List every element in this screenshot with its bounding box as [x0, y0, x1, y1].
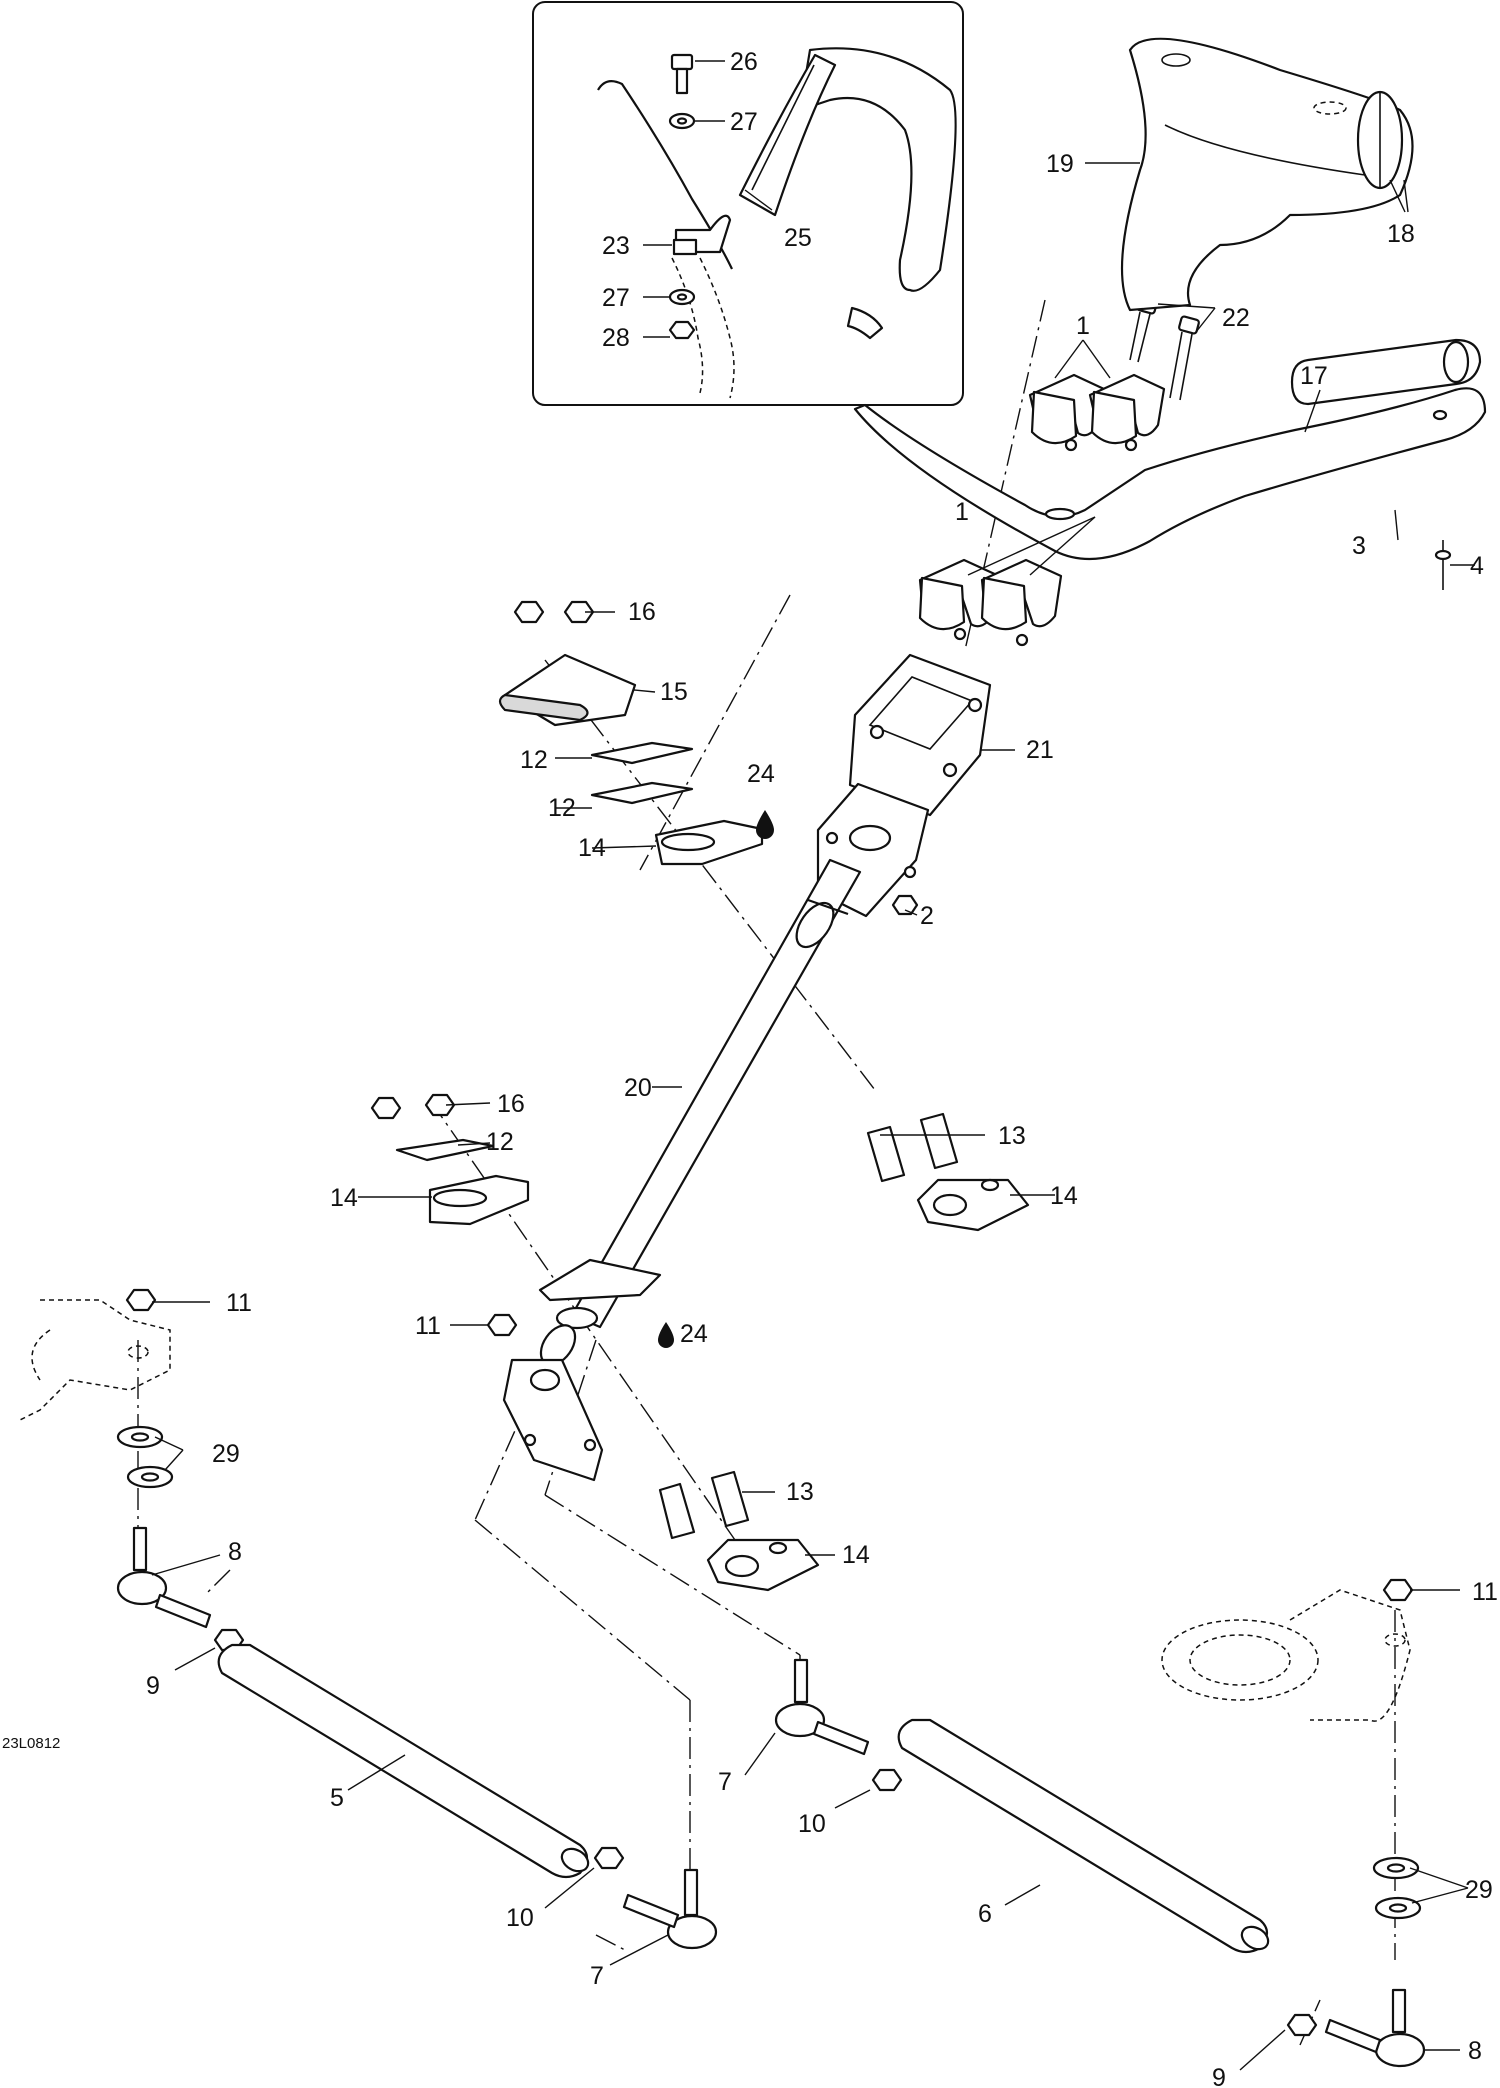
callout-21: 21 [1026, 736, 1054, 764]
callout-7: 7 [718, 1768, 732, 1796]
callout-26: 26 [730, 48, 758, 76]
callout-5: 5 [330, 1784, 344, 1812]
callout-2: 2 [920, 902, 934, 930]
grease-drop-icons [658, 810, 774, 1348]
callout-9: 9 [1212, 2064, 1226, 2088]
lower-support-parts [370, 1093, 1030, 1592]
callout-11: 11 [1472, 1578, 1498, 1606]
callout-14: 14 [1050, 1182, 1078, 1210]
callout-3: 3 [1352, 532, 1366, 560]
callout-10: 10 [506, 1904, 534, 1932]
callout-27: 27 [602, 284, 630, 312]
callout-17: 17 [1300, 362, 1328, 390]
callout-16: 16 [497, 1090, 525, 1118]
callout-29: 29 [212, 1440, 240, 1468]
callout-13: 13 [786, 1478, 814, 1506]
left-spindle-ghost [19, 1288, 245, 1652]
callout-18: 18 [1387, 220, 1415, 248]
callout-6: 6 [978, 1900, 992, 1928]
callout-7: 7 [590, 1962, 604, 1990]
callout-29: 29 [1465, 1876, 1493, 1904]
callout-4: 4 [1470, 552, 1484, 580]
callout-10: 10 [798, 1810, 826, 1838]
callout-28: 28 [602, 324, 630, 352]
callout-25: 25 [784, 224, 812, 252]
leader-lines [151, 60, 1475, 2071]
grease-drop-icon [756, 810, 774, 839]
callout-12: 12 [548, 794, 576, 822]
callout-15: 15 [660, 678, 688, 706]
callout-14: 14 [578, 834, 606, 862]
callout-20: 20 [624, 1074, 652, 1102]
grease-drop-icon [658, 1322, 674, 1348]
steering-pad [1120, 37, 1414, 312]
callout-1: 1 [955, 498, 969, 526]
steering-column [502, 653, 992, 1482]
inset-detail [532, 1, 964, 406]
callout-16: 16 [628, 598, 656, 626]
callout-19: 19 [1046, 150, 1074, 178]
callout-11: 11 [415, 1312, 441, 1340]
callout-9: 9 [146, 1672, 160, 1700]
tie-rods [217, 1643, 1270, 1954]
callout-11: 11 [226, 1289, 252, 1317]
callout-14: 14 [842, 1541, 870, 1569]
callout-13: 13 [998, 1122, 1026, 1150]
callout-labels: 26 27 23 27 28 25 19 18 1 22 17 1 3 4 16… [146, 48, 1498, 2088]
callout-12: 12 [520, 746, 548, 774]
callout-12: 12 [486, 1128, 514, 1156]
callout-24: 24 [680, 1320, 708, 1348]
handlebar-assembly [853, 295, 1487, 647]
callout-8: 8 [228, 1538, 242, 1566]
upper-support-parts [498, 600, 764, 866]
drawing-code: 23L0812 [2, 1735, 60, 1752]
callout-22: 22 [1222, 304, 1250, 332]
callout-24: 24 [747, 760, 775, 788]
callout-27: 27 [730, 108, 758, 136]
callout-8: 8 [1468, 2037, 1482, 2065]
callout-14: 14 [330, 1184, 358, 1212]
right-spindle-ghost [1161, 1578, 1426, 2068]
callout-23: 23 [602, 232, 630, 260]
callout-1: 1 [1076, 312, 1090, 340]
